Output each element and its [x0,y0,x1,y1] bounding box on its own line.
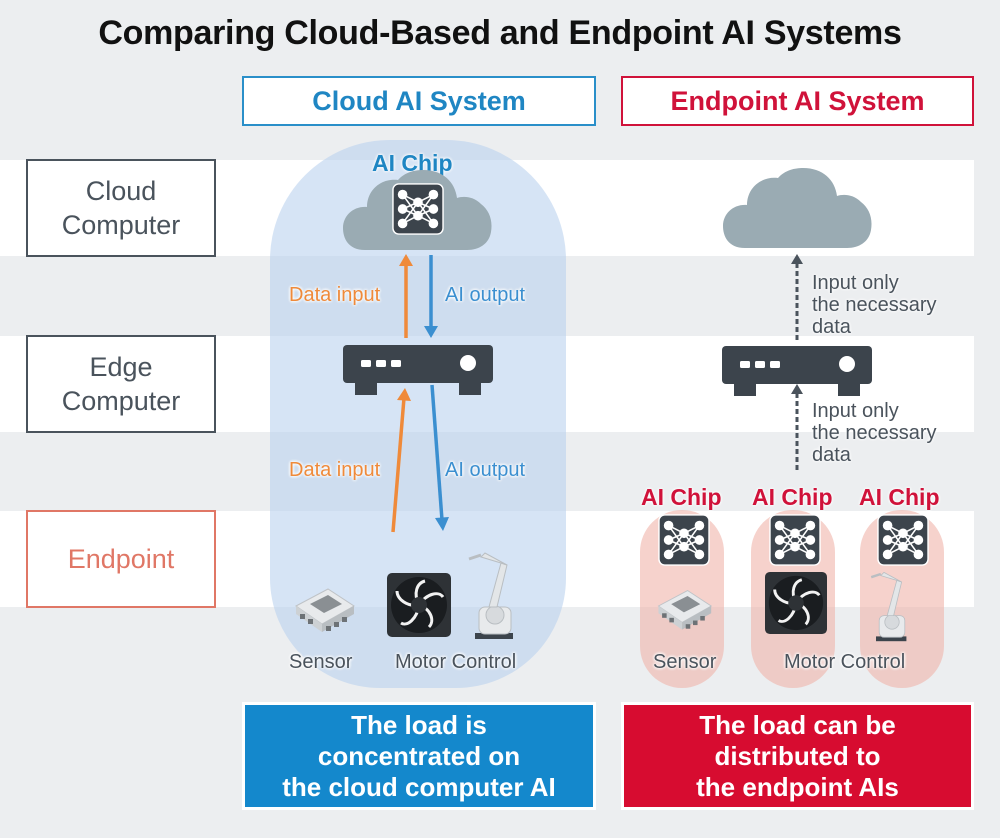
row-label-text: Edge Computer [61,352,181,416]
ai-output-arrow-lower [430,384,449,531]
data-input-label-lower: Data input [289,459,381,481]
ai-output-label-lower: AI output [445,459,526,481]
endpoint-summary-box: The load can be distributed to the endpo… [621,702,974,810]
cloud-icon [723,168,873,248]
endpoint-ai-system-header: Endpoint AI System [621,76,974,126]
robot-arm-icon [868,566,916,646]
endpoint-ai-chip-label-1: AI Chip [641,484,722,510]
row-label-text: Cloud Computer [61,176,181,240]
cloud-motor-control-label: Motor Control [395,651,517,673]
endpoint-ai-chip-label-3: AI Chip [859,484,940,510]
neural-network-chip-icon [769,514,821,566]
ai-output-label-upper: AI output [445,284,526,306]
data-input-label-upper: Data input [289,284,381,306]
row-label-edge-computer: Edge Computer [26,335,216,433]
endpoint-sensor-label: Sensor [653,651,717,673]
router-icon [343,345,493,397]
row-label-cloud-computer: Cloud Computer [26,159,216,257]
endpoint-dotted-arrow-upper [791,254,803,340]
fan-motor-icon [765,572,827,634]
endpoint-summary-text: The load can be distributed to the endpo… [696,709,899,802]
fan-motor-icon [387,573,451,637]
cloud-summary-box: The load is concentrated on the cloud co… [242,702,596,810]
neural-network-chip-icon [877,514,929,566]
endpoint-ai-chip-label-2: AI Chip [752,484,833,510]
data-input-arrow-upper [399,254,413,338]
endpoint-dotted-arrow-lower [791,384,803,470]
robot-arm-icon [465,545,525,645]
data-input-arrow-lower [391,388,411,533]
endpoint-motor-control-label: Motor Control [784,651,906,673]
endpoint-lower-note: Input only the necessary data [812,400,937,466]
router-icon [722,346,872,398]
cloud-sensor-label: Sensor [289,651,353,673]
sensor-chip-icon [288,584,358,639]
sensor-chip-icon [651,586,715,636]
cloud-ai-system-header: Cloud AI System [242,76,596,126]
neural-network-chip-icon [658,514,710,566]
cloud-summary-text: The load is concentrated on the cloud co… [282,709,556,802]
ai-output-arrow-upper [424,255,438,338]
row-label-endpoint: Endpoint [26,510,216,608]
row-label-text: Endpoint [67,544,175,574]
diagram-title: Comparing Cloud-Based and Endpoint AI Sy… [98,14,902,52]
endpoint-upper-note: Input only the necessary data [812,272,937,338]
